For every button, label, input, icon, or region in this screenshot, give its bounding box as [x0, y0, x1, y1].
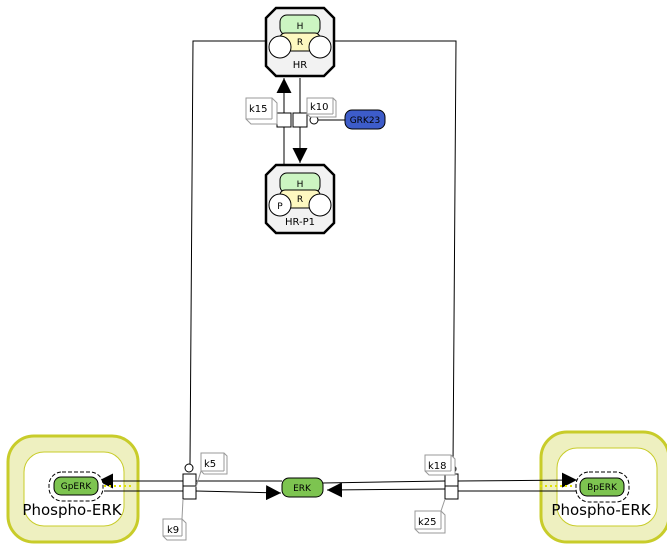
hr-left-site	[268, 35, 292, 59]
erk-label: ERK	[293, 484, 312, 494]
grk23-label: GRK23	[350, 116, 381, 126]
reaction-k18-k25-lines	[322, 472, 578, 498]
hr-r-label: R	[297, 38, 303, 48]
modulation-lines	[189, 40, 457, 466]
reaction-k25[interactable]	[444, 485, 459, 500]
hrp1-r-label: R	[297, 195, 303, 205]
hrp1-p-label: P	[277, 202, 283, 212]
k5-label-box: k5	[195, 452, 228, 488]
species-erk[interactable]: ERK	[281, 477, 324, 498]
k5-modulator-circle	[184, 463, 194, 473]
hr-h-label: H	[297, 22, 304, 32]
gperk-label: GpERK	[61, 482, 93, 492]
reaction-k10[interactable]	[292, 78, 308, 163]
species-bperk[interactable]: BpERK	[575, 471, 630, 503]
reaction-k15[interactable]	[276, 78, 292, 165]
hrp1-h-label: H	[297, 180, 304, 190]
species-gperk[interactable]: GpERK	[48, 471, 104, 502]
reaction-k5[interactable]	[182, 473, 197, 488]
hrp1-right-site	[308, 193, 332, 217]
k9-label-box: k9	[162, 498, 187, 541]
k18-label: k18	[428, 461, 447, 472]
species-grk23[interactable]: GRK23	[344, 109, 386, 130]
hr-right-site	[308, 35, 332, 59]
k15-label-box: k15	[245, 97, 278, 125]
bperk-label: BpERK	[587, 483, 618, 493]
complex-hr[interactable]: H R HR	[264, 6, 336, 78]
hr-label: HR	[293, 60, 308, 71]
compartment-right[interactable]: Phospho-ERK	[539, 430, 667, 544]
k10-label: k10	[310, 102, 329, 113]
k9-label: k9	[167, 525, 179, 536]
compartment-left-label: Phospho-ERK	[22, 501, 122, 519]
reaction-k5-k9-lines	[98, 473, 282, 501]
compartment-right-label: Phospho-ERK	[551, 501, 651, 519]
k5-label: k5	[204, 459, 216, 470]
k25-label: k25	[418, 517, 437, 528]
complex-hr-p1[interactable]: H R P HR-P1	[264, 163, 336, 235]
reaction-k18[interactable]	[444, 473, 459, 488]
hrp1-label: HR-P1	[285, 217, 315, 228]
k15-label: k15	[249, 104, 268, 115]
k18-label-box: k18	[424, 454, 456, 476]
hrp1-p-site	[268, 193, 292, 217]
reaction-k9[interactable]	[182, 485, 197, 500]
k25-label-box: k25	[414, 498, 446, 534]
k10-label-box: k10	[306, 97, 337, 118]
